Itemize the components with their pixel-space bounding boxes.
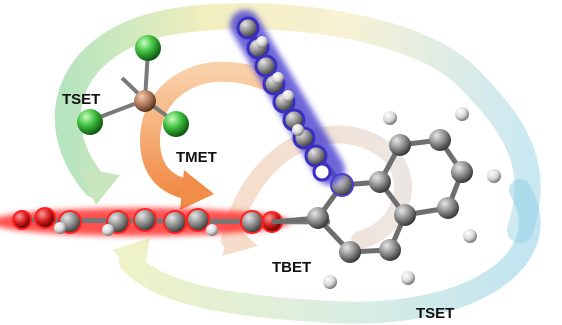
atom-carbon [307,207,329,229]
tset-outer-arrow [54,3,541,243]
blue-chain [230,10,345,185]
label-tset-top: TSET [62,91,100,108]
label-tbet: TBET [272,259,311,276]
atom-hydrogen [102,224,114,236]
label-tset-bottom: TSET [416,305,454,322]
atom-oxygen [12,210,32,230]
atom-hydrogen [487,169,501,183]
tmet-arrow [139,61,275,210]
atom-carbon [236,16,260,40]
atom-chlorine [163,111,189,137]
atom-hydrogen [272,72,284,84]
atom-chlorine [135,35,161,61]
atom-nitrogen [312,162,332,182]
atom-hydrogen [323,275,337,289]
atom-carbon [379,239,401,261]
atom-metal [134,90,156,112]
atom-hydrogen [54,222,66,234]
atom-carbon [240,210,264,234]
atom-carbon [437,197,459,219]
atom-oxygen [34,207,56,229]
atom-carbon [369,171,391,193]
atom-carbon [429,129,451,151]
atom-hydrogen [383,111,397,125]
atom-carbon [389,134,411,156]
metal-chloride [77,35,189,137]
atom-hydrogen [256,36,268,48]
atom-hydrogen [455,107,469,121]
atom-carbon [394,204,416,226]
atom-hydrogen [282,90,294,102]
atom-hydrogen [401,271,415,285]
atom-carbon [339,241,361,263]
atom-hydrogen [463,229,477,243]
aromatic-atoms [307,107,501,289]
atom-hydrogen [206,224,218,236]
atom-carbon [163,210,187,234]
atom-carbon [186,208,210,232]
label-tmet: TMET [176,149,217,166]
atom-chlorine [77,109,103,135]
atom-hydrogen [292,124,304,136]
tset-bottom-arrow [112,179,541,324]
atom-carbon [133,208,157,232]
atom-carbon [451,161,473,183]
